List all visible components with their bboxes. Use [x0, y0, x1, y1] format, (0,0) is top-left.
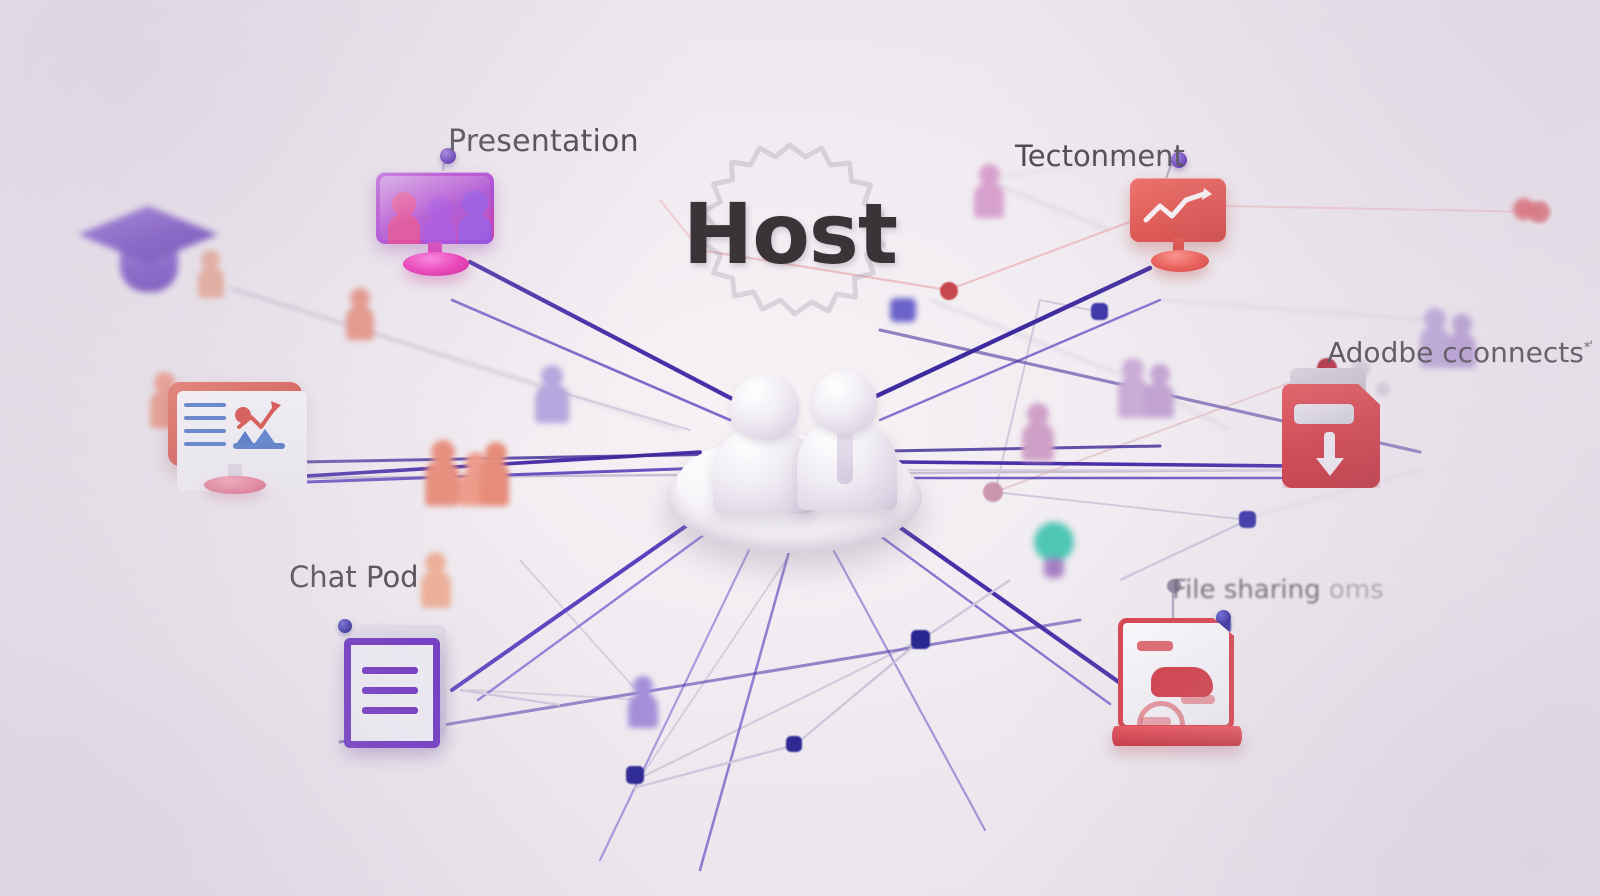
analytics-text-line: [184, 403, 226, 407]
document-text-line: [362, 687, 418, 694]
hub-spokes: [298, 259, 1422, 872]
analytics-text-line: [184, 442, 226, 446]
media-bar: [1137, 641, 1173, 651]
red-lines: [659, 199, 1541, 493]
trend-arrow-icon: [1143, 188, 1212, 223]
filesharing-pin-dot: [1216, 610, 1231, 625]
label-file-sharing-tail: oms: [1328, 575, 1384, 605]
bg-globe-teal: [1030, 522, 1078, 580]
tectonment-stand-base: [1151, 250, 1209, 272]
media-device-display: [1118, 618, 1234, 730]
analytics-chart-graphic: [233, 401, 285, 449]
host-figure-right-head: [813, 370, 877, 434]
presentation-display: [376, 172, 494, 244]
page-title: Host: [682, 184, 898, 283]
document-icon[interactable]: [338, 619, 458, 753]
presentation-glass-overlay: [380, 176, 490, 240]
label-tectonment: Tectonment: [1015, 139, 1185, 173]
bg-person-pink-1: [974, 164, 1004, 218]
analytics-text-line: [184, 416, 226, 420]
download-arrow-icon: [1316, 432, 1344, 476]
label-adobe-connects-superscript: *ʹ: [1583, 340, 1593, 356]
analytics-stand-base: [204, 476, 266, 494]
media-bar: [1141, 717, 1171, 725]
bg-person-peach-2: [421, 552, 451, 608]
constellation-links: [459, 518, 1249, 790]
label-adobe-connects: Adodbe cconnects*ʹ: [1327, 336, 1593, 369]
host-hub[interactable]: [667, 368, 922, 553]
bg-person-purple-1: [628, 676, 658, 728]
chart-screen-icon[interactable]: [1130, 152, 1230, 278]
host-burst-outline: [700, 142, 886, 317]
document-text-line: [362, 707, 418, 714]
label-chat-pod: Chat Pod: [289, 560, 419, 594]
bg-dot-grey-2: [1376, 382, 1390, 396]
host-figure-right: [791, 370, 907, 518]
host-figure-right-tie: [837, 428, 853, 484]
download-folder-icon[interactable]: [1278, 368, 1382, 494]
host-title-block: Host: [640, 140, 940, 320]
label-file-sharing-text: File sharing: [1172, 575, 1321, 605]
bg-box-navy: [890, 298, 916, 322]
label-adobe-connects-text: Adodbe cconnects: [1327, 336, 1584, 369]
media-device-base: [1112, 726, 1242, 746]
analytics-monitor-icon[interactable]: [168, 382, 316, 500]
tectonment-display: [1130, 178, 1226, 242]
media-bar: [1181, 695, 1215, 704]
tectonment-pin-dot: [1171, 152, 1187, 168]
bg-person-lavender-1: [535, 365, 569, 423]
chatpod-pin-dot: [338, 619, 352, 633]
bg-person-peach-1: [198, 250, 224, 298]
label-presentation: Presentation: [448, 124, 639, 159]
graduation-cap-icon: [78, 196, 218, 301]
presentation-screen-icon[interactable]: [368, 148, 500, 276]
document-text-line: [362, 667, 418, 674]
tectonment-stand-neck: [1173, 238, 1184, 258]
bg-person-coral-1: [346, 288, 374, 340]
presentation-stand-base: [403, 252, 469, 276]
presentation-pin-dot: [440, 148, 456, 164]
label-file-sharing: File sharing oms: [1172, 575, 1384, 605]
bg-person-lilac-group: [1118, 356, 1174, 418]
constellation-nodes: [626, 201, 1550, 784]
media-device-icon[interactable]: [1108, 610, 1250, 764]
bg-person-coral-group: [425, 438, 509, 506]
folder-label-slot: [1294, 404, 1354, 424]
bg-person-mauve-1: [1022, 403, 1054, 461]
analytics-text-line: [184, 429, 226, 433]
bg-person-lilac-group-2: [1420, 306, 1476, 368]
analytics-display: [177, 391, 307, 491]
cap-board: [78, 206, 218, 264]
document-front-page: [344, 638, 440, 748]
media-thumbnail-shape: [1151, 667, 1213, 697]
host-figure-left-head: [731, 374, 799, 440]
bg-dot-red-right: [1513, 198, 1535, 220]
